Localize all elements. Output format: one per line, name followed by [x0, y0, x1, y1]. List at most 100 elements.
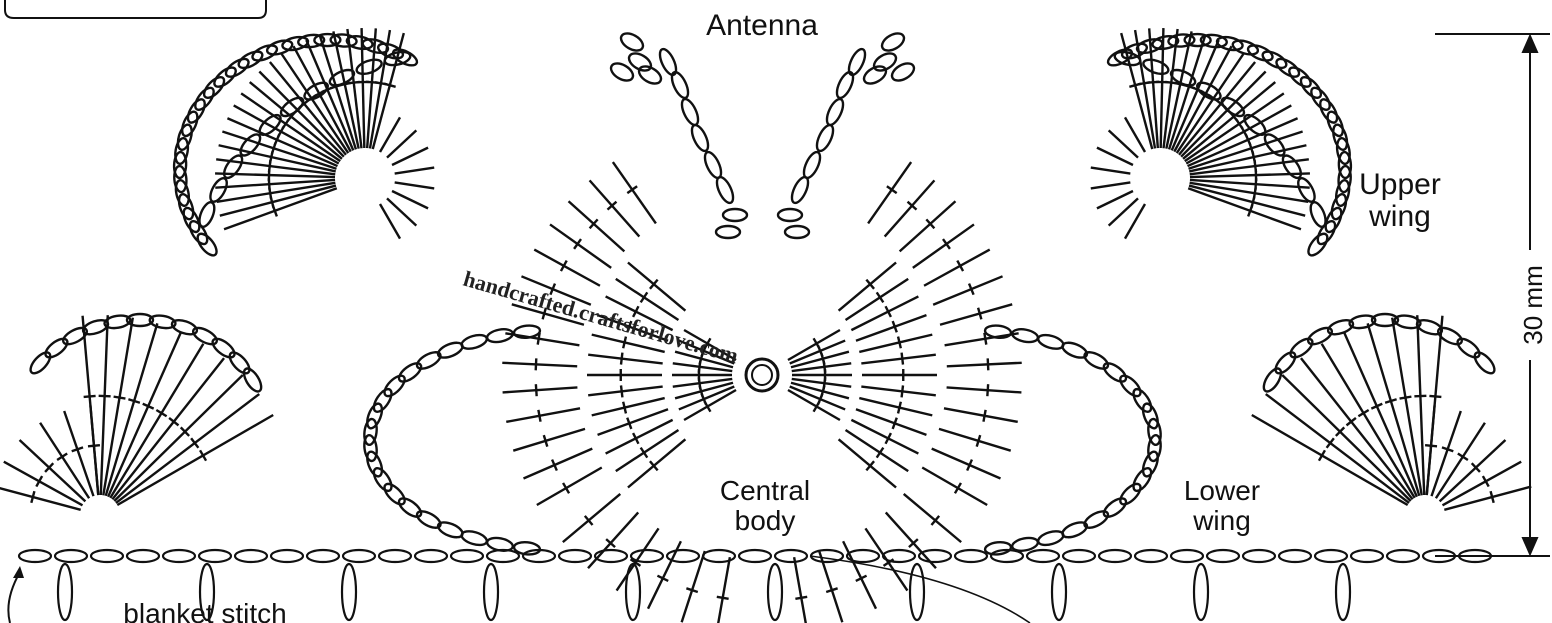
chain-stitch [984, 541, 1011, 556]
double-crochet-stitch [932, 449, 1001, 479]
lower-wing-label-1: Lower [1184, 475, 1260, 506]
chain-stitch [1272, 349, 1298, 376]
central-body-label-2: body [735, 505, 796, 536]
double-crochet-stitch-bar [627, 186, 637, 193]
double-crochet-stitch [947, 363, 1022, 367]
chain-stitch [364, 450, 385, 479]
lower-wing-label-2: wing [1192, 505, 1251, 536]
chain-stitch [343, 550, 375, 562]
chain-stitch [175, 123, 194, 151]
treble-crochet-stitch [1188, 188, 1301, 229]
double-crochet-stitch [513, 429, 585, 451]
double-crochet-stitch [588, 387, 662, 396]
chain-stitch [1037, 332, 1065, 351]
chain-stitch [1117, 372, 1144, 399]
blanket-stitch-loop [1336, 564, 1350, 620]
treble-crochet-stitch [1368, 323, 1420, 495]
chain-stitch [1140, 402, 1161, 431]
chain-stitch [847, 550, 879, 562]
double-crochet-stitch-bar [887, 186, 897, 193]
dimension-label: 30 mm [1518, 265, 1548, 344]
chain-stitch [883, 550, 915, 562]
double-crochet-stitch-bar [978, 308, 981, 320]
double-crochet-stitch-bar [621, 353, 622, 365]
chain-stitch [1325, 110, 1346, 139]
upper-wing-label-2: wing [1368, 200, 1431, 233]
chain-stitch [824, 97, 847, 127]
chain-stitch [1315, 550, 1347, 562]
double-crochet-stitch [598, 409, 668, 435]
treble-crochet-stitch [112, 358, 224, 499]
blanket-stitch-loop [768, 564, 782, 620]
double-crochet-stitch [944, 408, 1018, 422]
stitch-line [395, 168, 435, 174]
double-crochet-stitch [859, 398, 932, 415]
chain-stitch [201, 74, 228, 101]
chain-stitch [163, 550, 195, 562]
blanket-stitch-loop [1052, 564, 1066, 620]
double-crochet-stitch [924, 250, 990, 286]
chain-stitch [778, 209, 802, 221]
chain-stitch [460, 529, 488, 548]
treble-crochet-stitch [1427, 405, 1435, 495]
double-crochet-stitch-bar [898, 337, 901, 349]
chain-stitch [618, 30, 646, 54]
chain-stitch [1243, 550, 1275, 562]
double-crochet-stitch-bar [641, 448, 648, 458]
double-crochet-stitch-bar [623, 402, 626, 414]
chain-stitch [250, 42, 279, 63]
chain-stitch [191, 325, 220, 348]
chain-stitch [1171, 550, 1203, 562]
double-crochet-stitch [839, 439, 896, 487]
blanket-stitch-loop [484, 564, 498, 620]
chain-stitch [1135, 550, 1167, 562]
double-crochet-stitch [856, 409, 926, 435]
double-crochet-stitch [502, 363, 577, 367]
double-crochet-stitch [794, 557, 807, 623]
chain-stitch [513, 324, 540, 339]
chain-stitch [176, 192, 196, 220]
stitch-line [392, 148, 428, 165]
central-ring-inner [752, 365, 772, 385]
chain-stitch [1099, 550, 1131, 562]
double-crochet-stitch [588, 355, 662, 364]
blanket-stitch-loop [626, 564, 640, 620]
chain-stitch [396, 360, 424, 385]
chain-stitch [460, 332, 488, 351]
chain-stitch [1195, 79, 1223, 103]
double-crochet-stitch-bar [544, 435, 547, 446]
chain-stitch [381, 372, 408, 399]
chain-stitch [271, 550, 303, 562]
treble-crochet-stitch-bar [114, 397, 126, 399]
chain-stitch [451, 550, 483, 562]
treble-crochet-stitch-bar [1458, 453, 1468, 460]
chain-stitch [984, 324, 1011, 339]
chain-stitch [1142, 57, 1170, 77]
chain-stitch [1387, 550, 1419, 562]
chain-stitch [785, 226, 809, 238]
chain-stitch [226, 349, 252, 376]
chain-stitch [436, 340, 465, 361]
chain-stitch [127, 550, 159, 562]
double-crochet-stitch [616, 430, 679, 471]
double-crochet-stitch [537, 468, 602, 506]
double-crochet-stitch-bar [987, 384, 988, 396]
double-crochet-stitch-bar [877, 448, 884, 458]
chain-stitch [91, 550, 123, 562]
double-crochet-stitch [851, 420, 918, 454]
chain-stitch [370, 386, 394, 414]
treble-crochet-stitch-bar [31, 491, 34, 503]
chain-stitch [196, 200, 217, 229]
chain-stitch [55, 550, 87, 562]
treble-crochet-stitch [116, 394, 259, 503]
double-crochet-stitch [523, 449, 592, 479]
treble-crochet-stitch-bar [1385, 399, 1396, 402]
chain-stitch [1455, 335, 1483, 360]
chain-stitch [775, 550, 807, 562]
chain-stitch [636, 63, 664, 87]
chain-stitch [396, 495, 424, 520]
stitch-line [1091, 182, 1131, 188]
blanket-stitch-arrow [8, 572, 20, 623]
treble-crochet-stitch [90, 405, 98, 495]
stitch-line [392, 191, 428, 208]
